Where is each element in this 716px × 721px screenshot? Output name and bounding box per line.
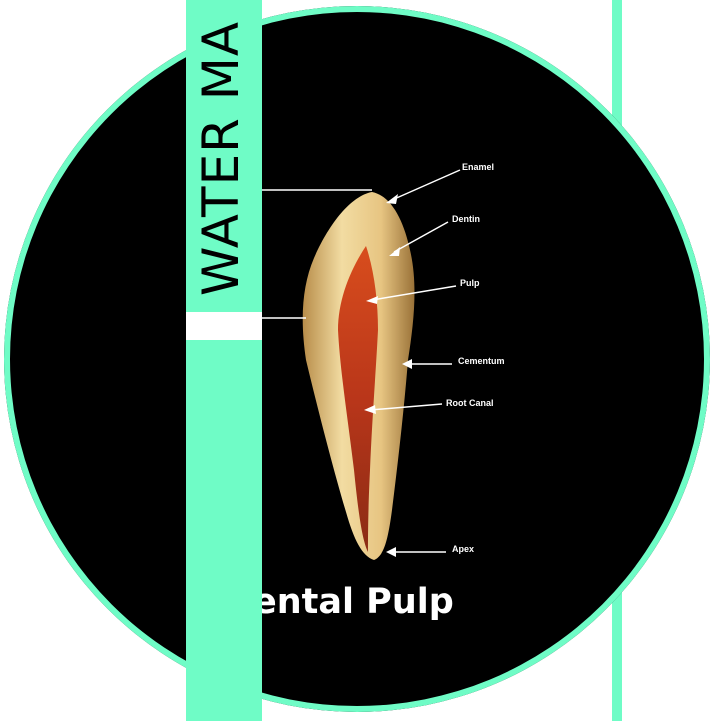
arrowhead-enamel: [386, 194, 398, 204]
label-root-canal: Root Canal: [446, 398, 494, 408]
watermark-text: WATER MA: [192, 21, 250, 296]
label-enamel: Enamel: [462, 162, 494, 172]
label-apex: Apex: [452, 544, 474, 554]
label-pulp: Pulp: [460, 278, 480, 288]
leader-enamel: [392, 170, 460, 200]
watermark-bar-gap: [186, 312, 262, 340]
arrowhead-apex: [386, 547, 396, 557]
watermark-text-clip: WATER MA: [186, 0, 262, 300]
label-cementum: Cementum: [458, 356, 505, 366]
label-dentin: Dentin: [452, 214, 480, 224]
